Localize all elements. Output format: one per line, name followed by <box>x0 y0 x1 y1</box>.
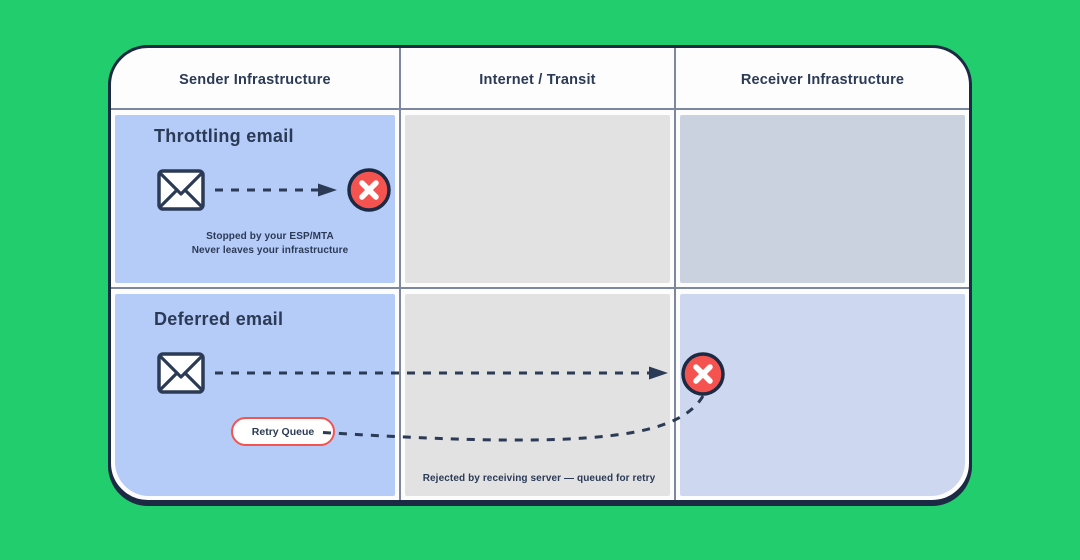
cell-deferred-sender-fill <box>115 294 395 496</box>
table-grid: Sender Infrastructure Internet / Transit… <box>111 48 969 500</box>
column-header-transit-label: Internet / Transit <box>479 72 596 88</box>
column-header-transit: Internet / Transit <box>401 48 676 110</box>
cell-throttling-receiver <box>676 110 969 289</box>
cell-deferred-transit-fill <box>405 294 670 496</box>
cell-throttling-receiver-fill <box>680 115 965 283</box>
cell-throttling-transit <box>401 110 676 289</box>
column-header-sender-label: Sender Infrastructure <box>179 72 331 88</box>
comparison-table-card: Sender Infrastructure Internet / Transit… <box>108 45 972 503</box>
cell-deferred-receiver <box>676 289 969 500</box>
cell-throttling-sender-fill <box>115 115 395 283</box>
column-header-receiver: Receiver Infrastructure <box>676 48 969 110</box>
cell-deferred-sender <box>111 289 401 500</box>
cell-deferred-receiver-fill <box>680 294 965 496</box>
cell-throttling-transit-fill <box>405 115 670 283</box>
cell-deferred-transit <box>401 289 676 500</box>
column-header-receiver-label: Receiver Infrastructure <box>740 72 905 88</box>
cell-throttling-sender <box>111 110 401 289</box>
column-header-sender: Sender Infrastructure <box>111 48 401 110</box>
